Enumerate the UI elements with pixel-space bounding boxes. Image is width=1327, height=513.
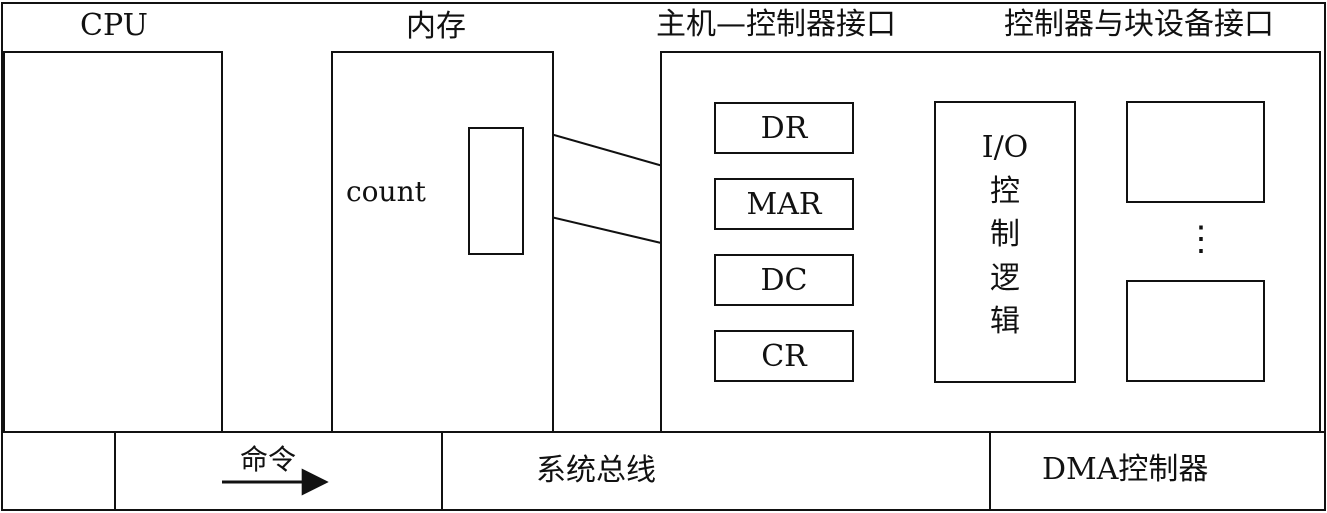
count-label: count xyxy=(346,175,426,208)
register-dc: DC xyxy=(714,254,854,306)
register-mar: MAR xyxy=(714,178,854,230)
io-logic-line-4: 逻 xyxy=(990,260,1020,296)
memory-label: 内存 xyxy=(406,9,466,44)
io-logic-line-3: 制 xyxy=(990,217,1020,252)
io-logic-line-1: I/O xyxy=(981,130,1029,165)
system-bus-label: 系统总线 xyxy=(536,453,656,488)
io-logic-line-2: 控 xyxy=(990,173,1020,209)
io-control-logic-box xyxy=(934,101,1076,383)
cpu-label: CPU xyxy=(80,8,148,43)
register-dr: DR xyxy=(714,102,854,154)
register-cr: CR xyxy=(714,330,854,382)
block-device-box-bottom xyxy=(1126,280,1265,382)
io-logic-line-5: 辑 xyxy=(990,304,1020,339)
io-control-logic-text: I/O 控 制 逻 辑 xyxy=(934,126,1076,344)
vertical-ellipsis: ⋮ xyxy=(1184,219,1218,259)
cpu-box xyxy=(3,51,223,433)
memory-buffer-block xyxy=(468,127,524,255)
block-device-box-top xyxy=(1126,101,1265,203)
host-controller-interface-label: 主机—控制器接口 xyxy=(656,7,896,42)
command-label: 命令 xyxy=(240,443,297,476)
controller-block-interface-label: 控制器与块设备接口 xyxy=(1004,7,1274,42)
dma-controller-label: DMA控制器 xyxy=(1042,452,1209,487)
